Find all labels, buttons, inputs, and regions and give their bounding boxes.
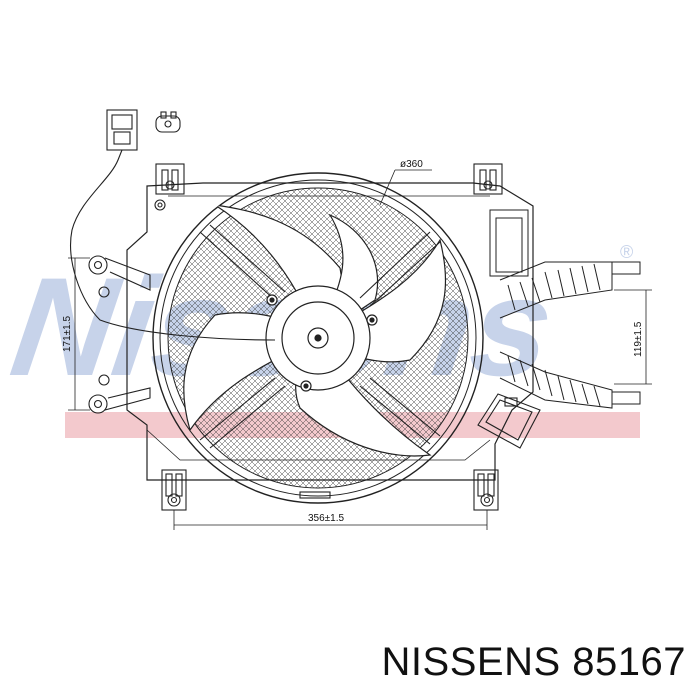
bottom-mounting-tabs bbox=[161, 469, 499, 511]
top-mounting-tabs bbox=[154, 163, 503, 211]
height-left-label: 171±1.5 bbox=[62, 315, 73, 352]
watermark-registered-symbol: ® bbox=[620, 242, 633, 262]
part-caption: NISSENS 85167 bbox=[381, 640, 686, 684]
diameter-label: ø360 bbox=[400, 159, 423, 170]
right-mount bbox=[489, 209, 641, 409]
width-bottom-label: 356±1.5 bbox=[308, 513, 345, 524]
dimension-lines bbox=[68, 169, 652, 530]
motor-hub bbox=[265, 285, 378, 392]
resistor-module bbox=[477, 393, 541, 449]
left-brackets bbox=[88, 255, 151, 414]
height-right-label: 119±1.5 bbox=[633, 321, 644, 357]
connector-wire bbox=[70, 109, 276, 341]
fan-struts bbox=[199, 224, 441, 449]
